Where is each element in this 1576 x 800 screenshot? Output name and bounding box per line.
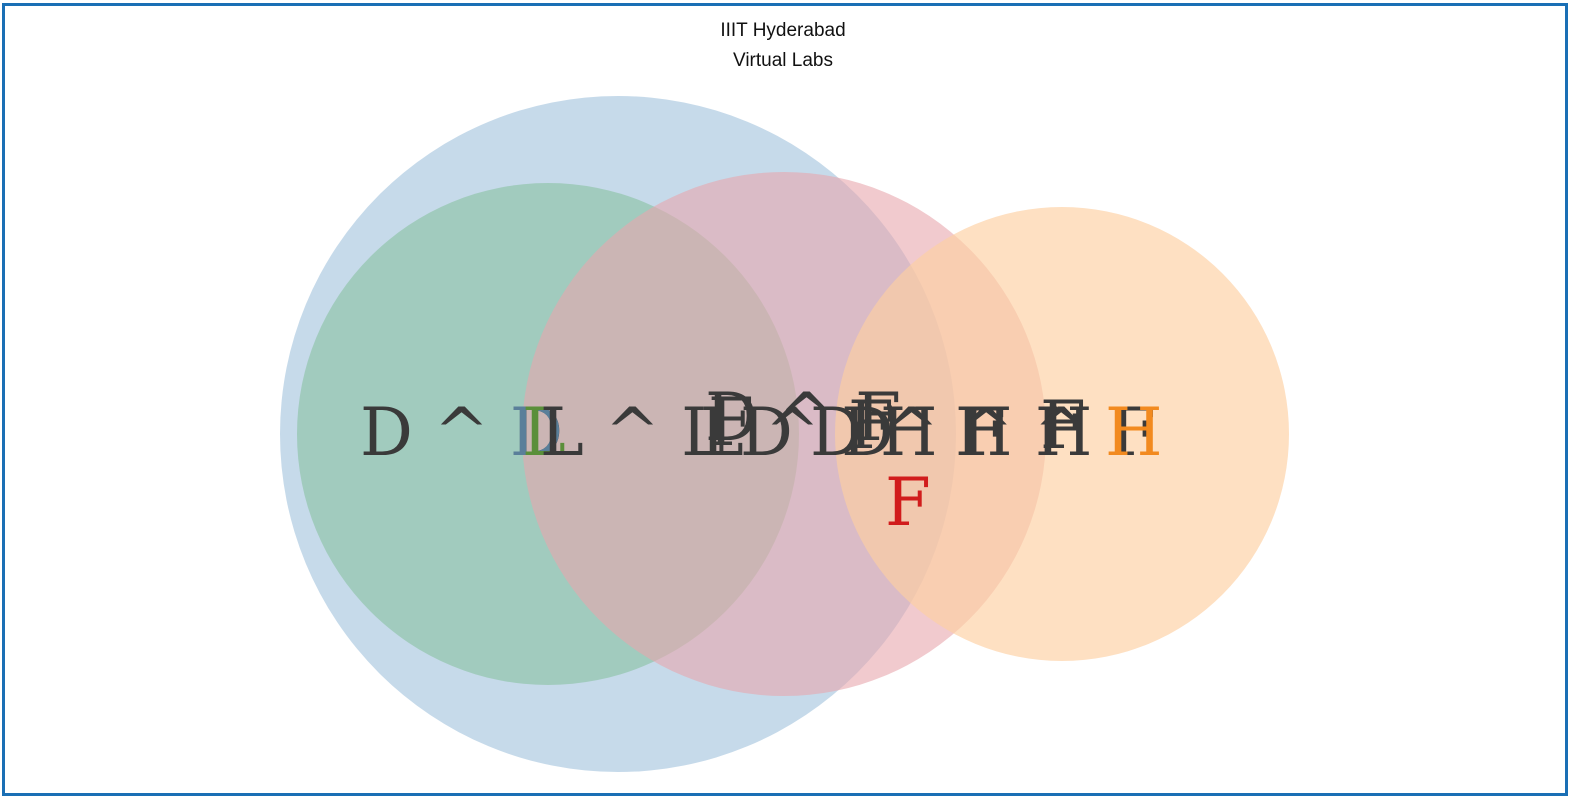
label-3: L xyxy=(522,394,566,471)
label-10: H ^ H xyxy=(880,394,1092,471)
label-1: D ^ D xyxy=(360,394,563,471)
label-5: L ^ D xyxy=(700,394,894,471)
label-12: F xyxy=(1040,387,1086,464)
label-9: D ^ F xyxy=(810,394,1006,471)
label-8: D ^ F xyxy=(705,379,901,456)
institution-title: IIIT Hyderabad xyxy=(720,20,846,41)
lab-subtitle: Virtual Labs xyxy=(733,50,833,71)
label-4: L ^ L xyxy=(540,394,725,471)
label-2: D xyxy=(510,394,563,471)
orange-set-circle xyxy=(835,207,1289,661)
header: IIIT Hyderabad Virtual Labs xyxy=(5,16,1561,76)
label-6: F xyxy=(708,384,754,461)
label-7: D xyxy=(740,394,793,471)
label-13: H ^ F xyxy=(955,394,1156,471)
label-15: F xyxy=(885,464,931,541)
label-14: H xyxy=(1105,394,1163,471)
label-11: F xyxy=(848,387,894,464)
